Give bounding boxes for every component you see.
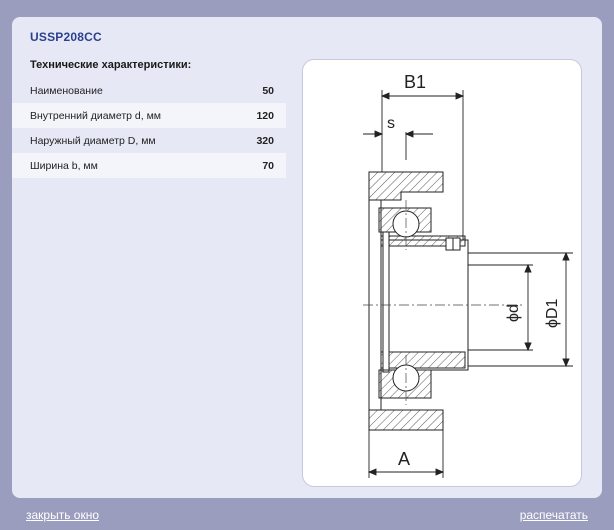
- spec-row-inner-diameter: Внутренний диаметр d, мм 120: [12, 103, 286, 128]
- product-card: USSP208CC Технические характеристики: На…: [12, 17, 602, 498]
- label-b1: B1: [404, 72, 426, 92]
- product-title: USSP208CC: [30, 30, 102, 44]
- bearing-drawing: B1 s ϕd ϕD1 A: [302, 59, 582, 487]
- label-phi-d: ϕd: [505, 304, 522, 322]
- close-window-link[interactable]: закрыть окно: [26, 508, 100, 522]
- bearing-technical-drawing: B1 s ϕd ϕD1 A: [363, 72, 573, 478]
- label-a: A: [398, 449, 410, 469]
- spec-label: Наименование: [30, 84, 103, 97]
- print-link[interactable]: распечатать: [519, 508, 588, 522]
- spec-label: Ширина b, мм: [30, 159, 98, 172]
- spec-label: Внутренний диаметр d, мм: [30, 109, 162, 122]
- specs-table: Наименование 50 Внутренний диаметр d, мм…: [12, 78, 286, 178]
- spec-value: 120: [256, 109, 274, 122]
- spec-row-name: Наименование 50: [12, 78, 286, 103]
- spec-value: 320: [256, 134, 274, 147]
- spec-row-outer-diameter: Наружный диаметр D, мм 320: [12, 128, 286, 153]
- label-s: s: [387, 115, 395, 132]
- spec-value: 50: [262, 84, 274, 97]
- label-phi-d1: ϕD1: [544, 298, 561, 328]
- spec-label: Наружный диаметр D, мм: [30, 134, 156, 147]
- spec-row-width: Ширина b, мм 70: [12, 153, 286, 178]
- spec-value: 70: [262, 159, 274, 172]
- specs-heading: Технические характеристики:: [30, 59, 192, 71]
